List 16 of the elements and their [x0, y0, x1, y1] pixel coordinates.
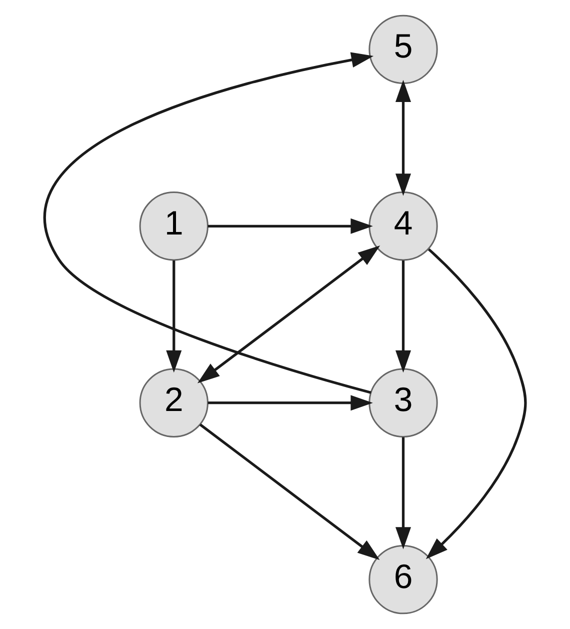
arrow [426, 248, 527, 560]
node-circle: 1 [139, 192, 208, 261]
node-circle: 4 [368, 192, 438, 261]
arrow [166, 260, 182, 373]
node-circle: 2 [139, 368, 208, 438]
arrow [395, 80, 412, 196]
arrow [395, 437, 412, 550]
node-circle: 3 [368, 368, 438, 438]
node-circle: 6 [368, 544, 438, 614]
arrow [197, 245, 380, 384]
node-circle: 5 [368, 14, 438, 84]
arrow [208, 395, 373, 411]
arrow [44, 52, 374, 394]
arrow [395, 260, 412, 373]
arrow [199, 424, 380, 560]
arrow [208, 218, 373, 234]
